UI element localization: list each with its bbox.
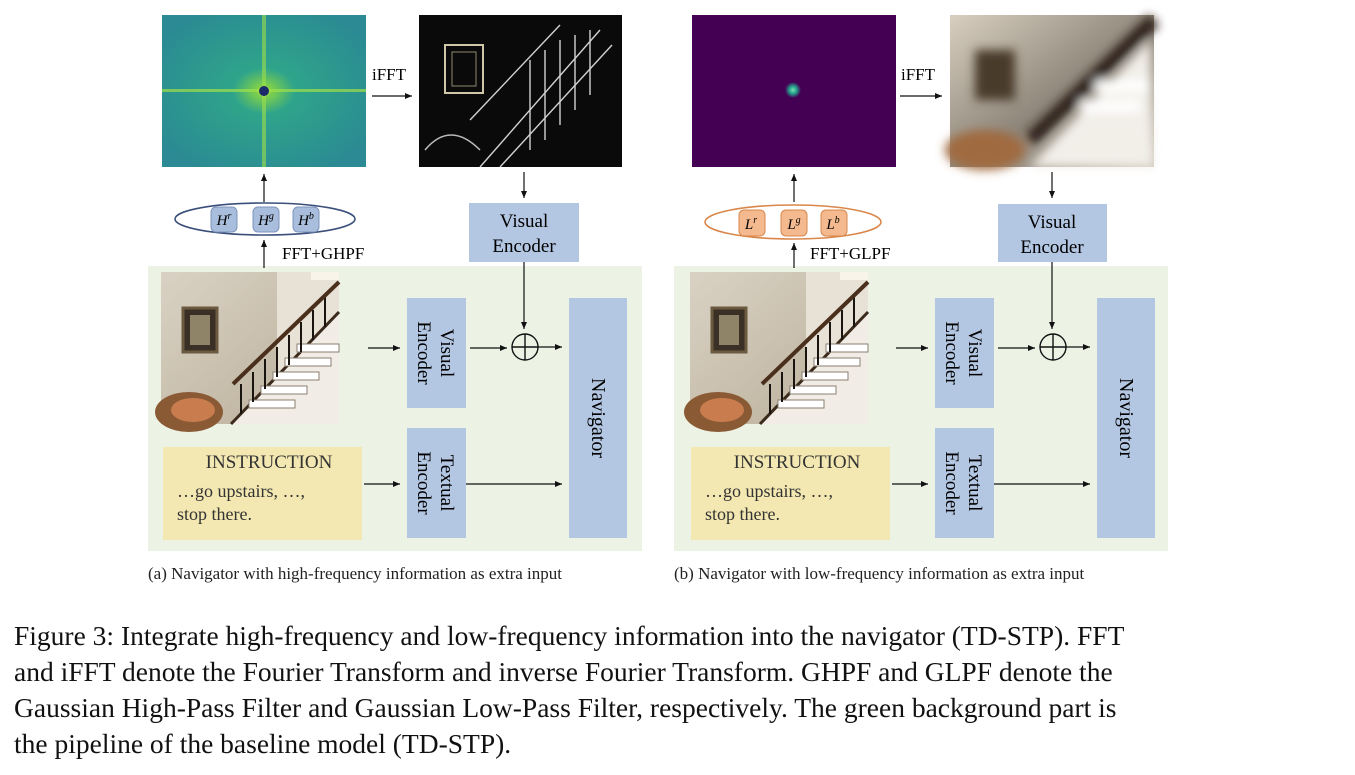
top-visual-encoder-b: [998, 204, 1107, 262]
svg-text:Hb: Hb: [297, 211, 314, 229]
channel-chip-hg: [252, 206, 280, 233]
textual-encoder-a-line2: Encoder: [413, 451, 434, 515]
input-staircase-photo-b: [682, 270, 870, 434]
high-pass-filtered-image: [419, 15, 622, 168]
instruction-line1-a: …go upstairs, …,: [177, 481, 305, 501]
instruction-line1-b: …go upstairs, …,: [705, 481, 833, 501]
low-pass-filtered-image: [945, 14, 1159, 170]
svg-text:Lb: Lb: [825, 215, 839, 233]
ifft-label-b: iFFT: [901, 65, 936, 84]
top-visual-encoder-a-line1: Visual: [500, 211, 548, 232]
navigator-a-label: Navigator: [587, 378, 609, 458]
channel-chip-lg: [780, 209, 808, 237]
instruction-line2-a: stop there.: [177, 504, 252, 524]
textual-encoder-b-line2: Encoder: [941, 451, 962, 515]
textual-encoder-a: [407, 428, 466, 538]
figure-diagram: iFFT Hr Hg Hb FFT+GHPF Visual Encoder Vi…: [148, 14, 1168, 551]
low-frequency-spectrum-image: [692, 15, 896, 167]
textual-encoder-b-line1: Textual: [964, 455, 985, 512]
top-visual-encoder-b-line2: Encoder: [1020, 237, 1084, 258]
navigator-b-label: Navigator: [1115, 378, 1137, 458]
top-visual-encoder-a-line2: Encoder: [492, 236, 556, 257]
channel-chip-hr: [210, 206, 238, 233]
figure-caption-line2: and iFFT denote the Fourier Transform an…: [14, 656, 1113, 687]
subcaption-a: (a) Navigator with high-frequency inform…: [148, 564, 563, 583]
figure-caption: Figure 3: Integrate high-frequency and l…: [14, 618, 1334, 762]
visual-encoder-a: [407, 298, 466, 408]
subcaption-b: (b) Navigator with low-frequency informa…: [674, 564, 1085, 583]
high-frequency-spectrum-image: [162, 15, 366, 167]
textual-encoder-a-line1: Textual: [436, 455, 457, 512]
svg-text:Hg: Hg: [257, 211, 274, 229]
low-pass-channel-group: Lr Lg Lb: [704, 204, 882, 240]
navigator-b: [1097, 298, 1155, 538]
add-operator-a: [511, 333, 539, 361]
visual-encoder-b-line1: Visual: [964, 329, 985, 377]
visual-encoder-a-line1: Visual: [436, 329, 457, 377]
figure-caption-line3: Gaussian High-Pass Filter and Gaussian L…: [14, 692, 1117, 723]
instruction-title-b: INSTRUCTION: [734, 452, 861, 473]
channel-chip-hb: [292, 206, 320, 233]
channel-chip-lr: [738, 209, 766, 237]
panel-a: iFFT Hr Hg Hb FFT+GHPF Visual Encoder Vi…: [148, 15, 642, 551]
visual-encoder-a-line2: Encoder: [413, 321, 434, 385]
visual-encoder-b: [935, 298, 994, 408]
svg-text:Hr: Hr: [216, 211, 232, 229]
svg-text:Lr: Lr: [744, 215, 757, 233]
top-visual-encoder-b-line1: Visual: [1028, 212, 1076, 233]
svg-text:Lg: Lg: [786, 215, 800, 233]
filter-label-a: FFT+GHPF: [282, 244, 364, 263]
textual-encoder-b: [935, 428, 994, 538]
high-pass-channel-group: Hr Hg Hb: [174, 202, 356, 236]
top-visual-encoder-a: [469, 203, 579, 262]
add-operator-b: [1039, 333, 1067, 361]
filter-label-b: FFT+GLPF: [810, 244, 890, 263]
ifft-label-a: iFFT: [372, 65, 407, 84]
instruction-box-b: [691, 447, 890, 540]
figure-caption-line4: the pipeline of the baseline model (TD-S…: [14, 728, 512, 759]
channel-chip-lb: [820, 209, 848, 237]
instruction-title-a: INSTRUCTION: [206, 452, 333, 473]
panel-b: iFFT Lr Lg Lb FFT+GLPF Visual Encoder Vi…: [674, 14, 1168, 551]
input-staircase-photo-a: [153, 270, 341, 434]
instruction-box-a: [163, 447, 362, 540]
instruction-line2-b: stop there.: [705, 504, 780, 524]
visual-encoder-b-line2: Encoder: [941, 321, 962, 385]
figure-caption-line1: Figure 3: Integrate high-frequency and l…: [14, 620, 1125, 651]
navigator-a: [569, 298, 627, 538]
